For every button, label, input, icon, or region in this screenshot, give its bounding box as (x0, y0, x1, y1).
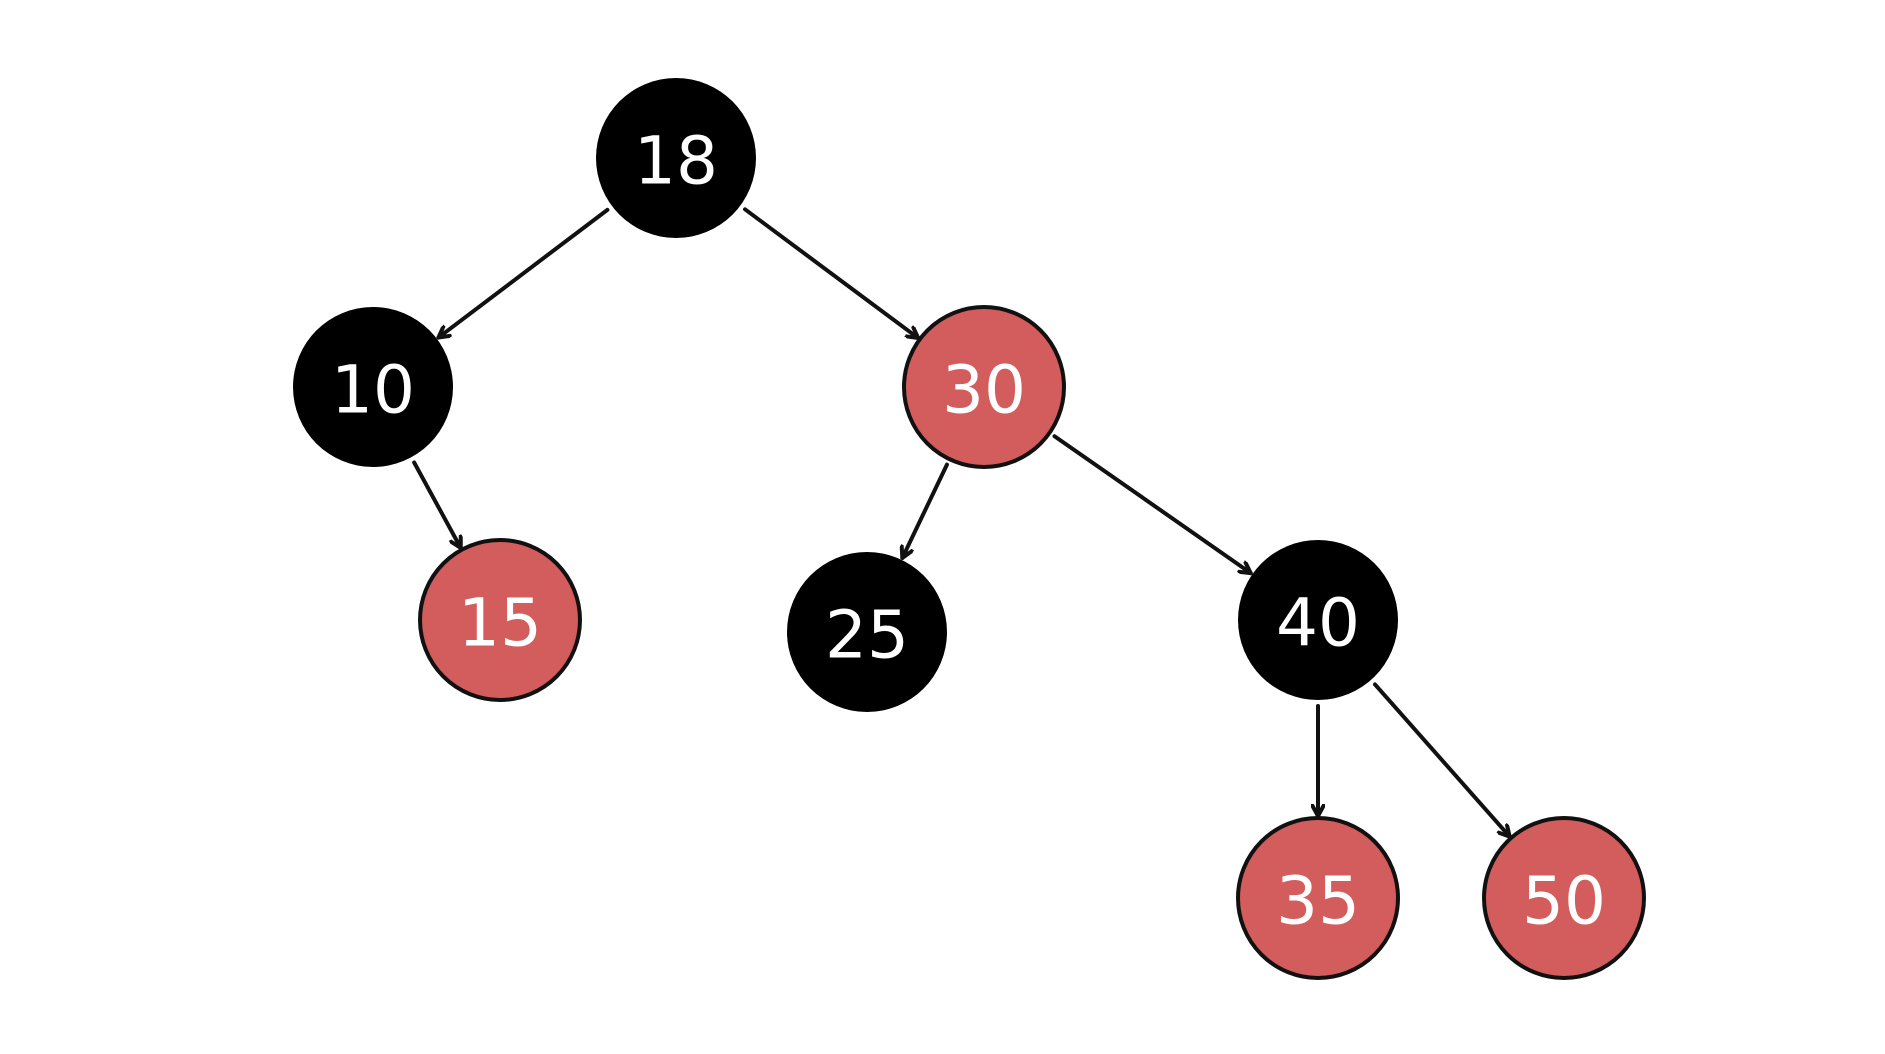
tree-node-30: 30 (902, 305, 1066, 469)
node-label-15: 15 (458, 585, 542, 662)
node-label-18: 18 (634, 123, 718, 200)
node-circle-30 (902, 305, 1066, 469)
node-circle-25 (787, 552, 947, 712)
tree-node-50: 50 (1482, 816, 1646, 980)
node-circle-40 (1238, 540, 1398, 700)
tree-node-25: 25 (787, 552, 947, 712)
node-circle-50 (1482, 816, 1646, 980)
node-label-40: 40 (1276, 585, 1360, 662)
tree-node-15: 15 (418, 538, 582, 702)
tree-node-18: 18 (596, 78, 756, 238)
node-label-50: 50 (1522, 863, 1606, 940)
node-circle-18 (596, 78, 756, 238)
tree-node-40: 40 (1238, 540, 1398, 700)
tree-node-10: 10 (293, 307, 453, 467)
node-label-30: 30 (942, 352, 1026, 429)
node-label-25: 25 (825, 597, 909, 674)
node-label-10: 10 (331, 352, 415, 429)
node-label-35: 35 (1276, 863, 1360, 940)
edge-30-to-40 (1052, 434, 1253, 576)
edge-30-to-25 (902, 462, 949, 561)
edges-layer (412, 207, 1512, 839)
node-circle-15 (418, 538, 582, 702)
node-circle-10 (293, 307, 453, 467)
tree-node-35: 35 (1236, 816, 1400, 980)
edge-10-to-15 (412, 460, 461, 551)
node-circle-35 (1236, 816, 1400, 980)
edge-40-to-50 (1372, 682, 1512, 839)
nodes-layer: 18 10 30 15 25 40 35 50 (293, 78, 1646, 980)
edge-18-to-10 (436, 207, 610, 340)
edge-18-to-30 (743, 207, 921, 341)
